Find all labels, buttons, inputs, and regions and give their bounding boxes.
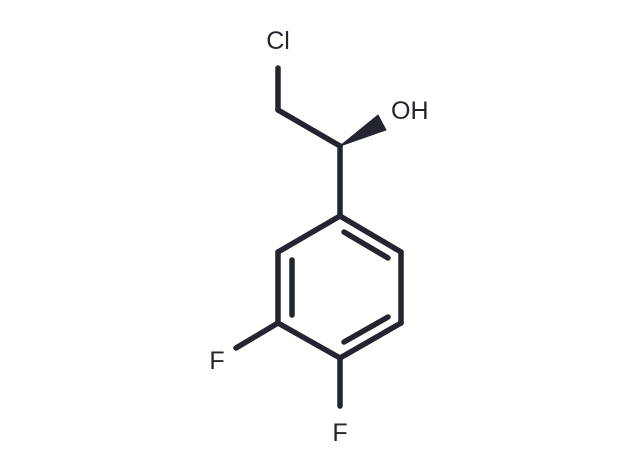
ring-bond-c6-c1 [275,213,343,255]
bond-ring-f-meta [233,320,281,351]
atom-label-chlorine: Cl [266,27,290,55]
atom-label-fluorine-meta: F [209,347,224,375]
ring-bond-c4-c5 [275,320,343,361]
atom-label-fluorine-para: F [332,419,347,447]
wedge-bond-c-oh [339,114,387,147]
bond-ch2-choh [275,107,343,149]
atom-label-hydroxyl: OH [391,97,429,125]
ring-double-bond-inner-c1-c2 [341,229,391,261]
ring-bond-c3-c4 [337,320,404,361]
ring-double-bond-inner-c3-c4 [341,314,391,345]
ring-bond-c1-c2 [337,213,404,255]
